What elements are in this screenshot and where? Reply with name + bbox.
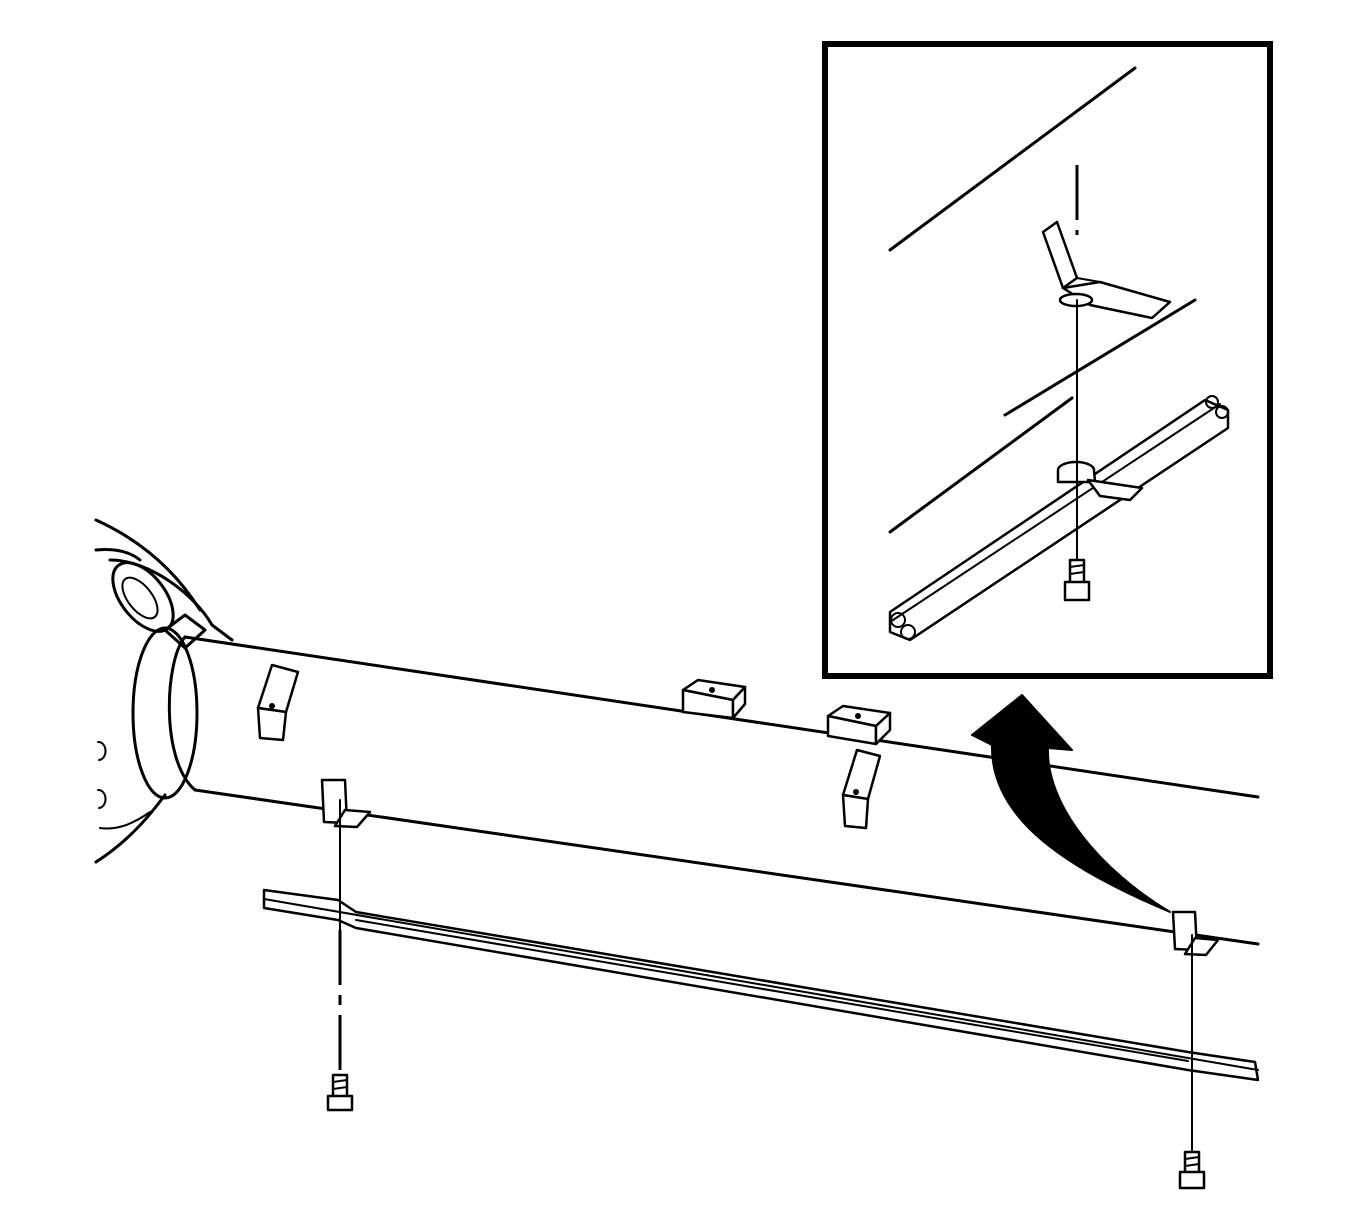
axle-housing	[94, 518, 234, 864]
bolt-left-assembly	[326, 799, 354, 1112]
mounting-bracket-1	[256, 663, 300, 742]
retaining-clip-nut-left	[320, 778, 372, 829]
callout-arrow	[971, 694, 1171, 913]
detail-inset	[822, 41, 1273, 679]
line-bundle	[262, 888, 1260, 1082]
bolt-right-assembly	[1178, 934, 1206, 1190]
retaining-clip-nut-right	[1171, 910, 1220, 957]
mounting-bracket-2	[681, 678, 747, 720]
mounting-bracket-4	[841, 748, 882, 830]
mounting-bracket-3	[826, 704, 892, 746]
